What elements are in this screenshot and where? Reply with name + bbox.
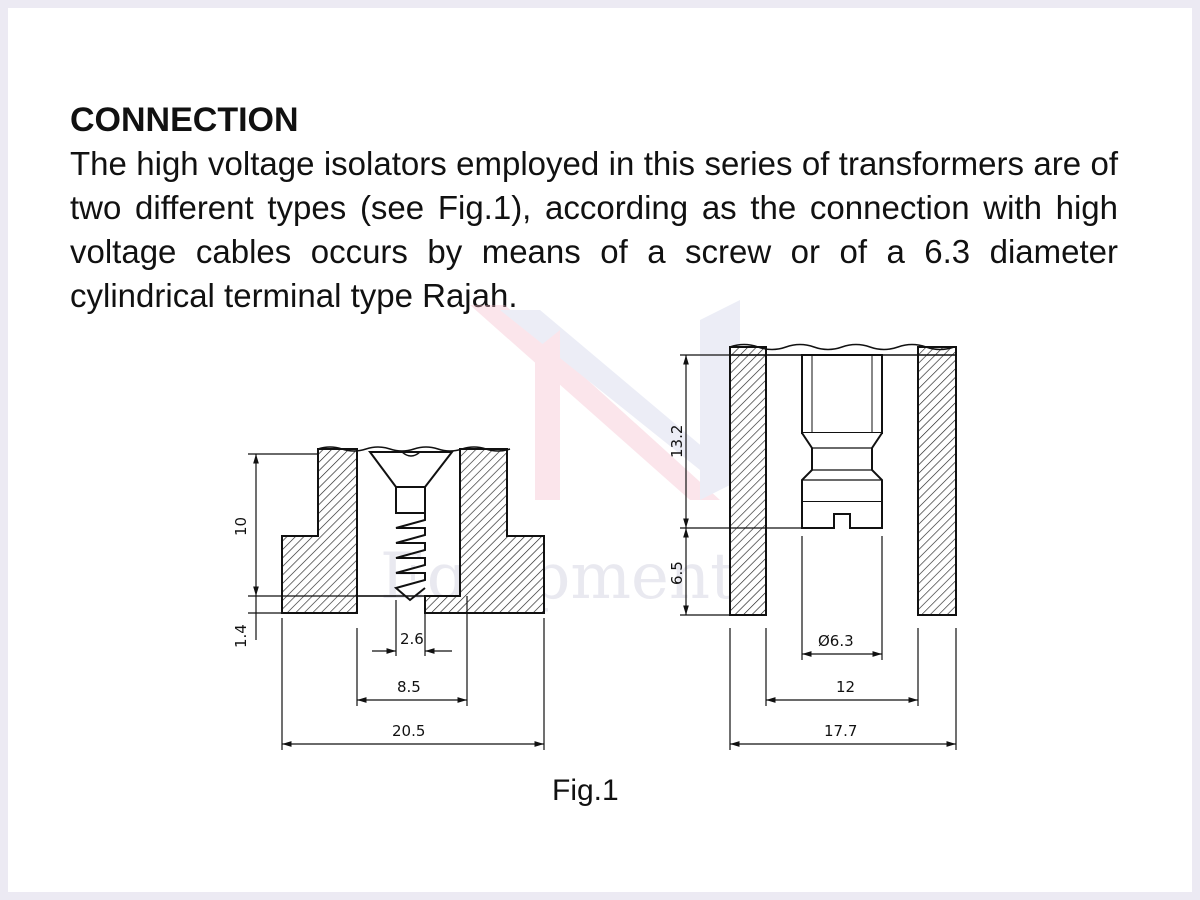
section-paragraph: The high voltage isolators employed in t…: [70, 145, 1118, 314]
dim-inner-12: 12: [836, 678, 855, 696]
document-page: CONNECTION The high voltage isolators em…: [8, 8, 1192, 892]
right-insulator-drawing: 13.2 6.5 Ø6.3 12 17.7: [668, 343, 957, 750]
figure-caption: Fig.1: [552, 774, 619, 807]
left-insulator-drawing: 10 1.4 2.6 8.5 20.5: [232, 446, 545, 750]
dim-screw-2-6: 2.6: [400, 630, 424, 648]
dim-height-10: 10: [232, 517, 250, 536]
dim-inner-8-5: 8.5: [397, 678, 421, 696]
watermark-logo: [470, 300, 740, 500]
dim-lower-6-5: 6.5: [668, 561, 686, 585]
dim-upper-13-2: 13.2: [668, 425, 686, 458]
dim-outer-17-7: 17.7: [824, 722, 857, 740]
dim-bottom-1-4: 1.4: [232, 624, 250, 648]
section-heading: CONNECTION: [70, 101, 299, 139]
figure-drawing: Equipment 10 1.4: [232, 300, 957, 807]
dim-outer-20-5: 20.5: [392, 722, 425, 740]
dim-pin-6-3: Ø6.3: [818, 632, 854, 650]
